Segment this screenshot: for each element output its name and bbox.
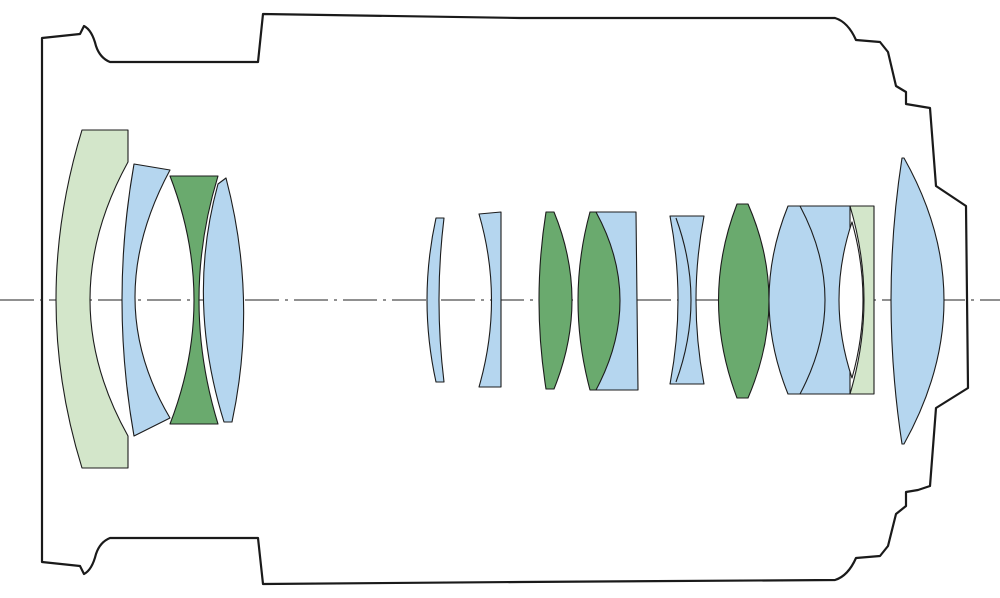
lens-barrel-housing	[40, 12, 970, 586]
lens-element-1	[55, 129, 129, 469]
lens-element-6	[478, 211, 502, 388]
lens-element-11	[718, 203, 770, 399]
lens-element-12-inner-line	[799, 205, 826, 395]
front-lens-group	[55, 129, 245, 469]
lens-element-13-air-gap	[838, 221, 864, 379]
middle-lens-group	[426, 211, 639, 391]
rear-lens-group	[669, 157, 945, 445]
lens-element-7	[538, 211, 573, 390]
lens-element-10-inner-line	[675, 217, 692, 383]
lens-element-13	[849, 205, 875, 395]
lens-element-12	[768, 205, 851, 395]
barrel-outline	[40, 12, 970, 586]
lens-element-4	[202, 177, 245, 423]
lens-element-10	[669, 215, 705, 385]
lens-element-5	[426, 217, 445, 383]
lens-element-2	[121, 163, 171, 437]
lens-element-14	[890, 157, 945, 445]
lens-element-9	[577, 211, 621, 391]
lens-element-3	[169, 175, 219, 425]
